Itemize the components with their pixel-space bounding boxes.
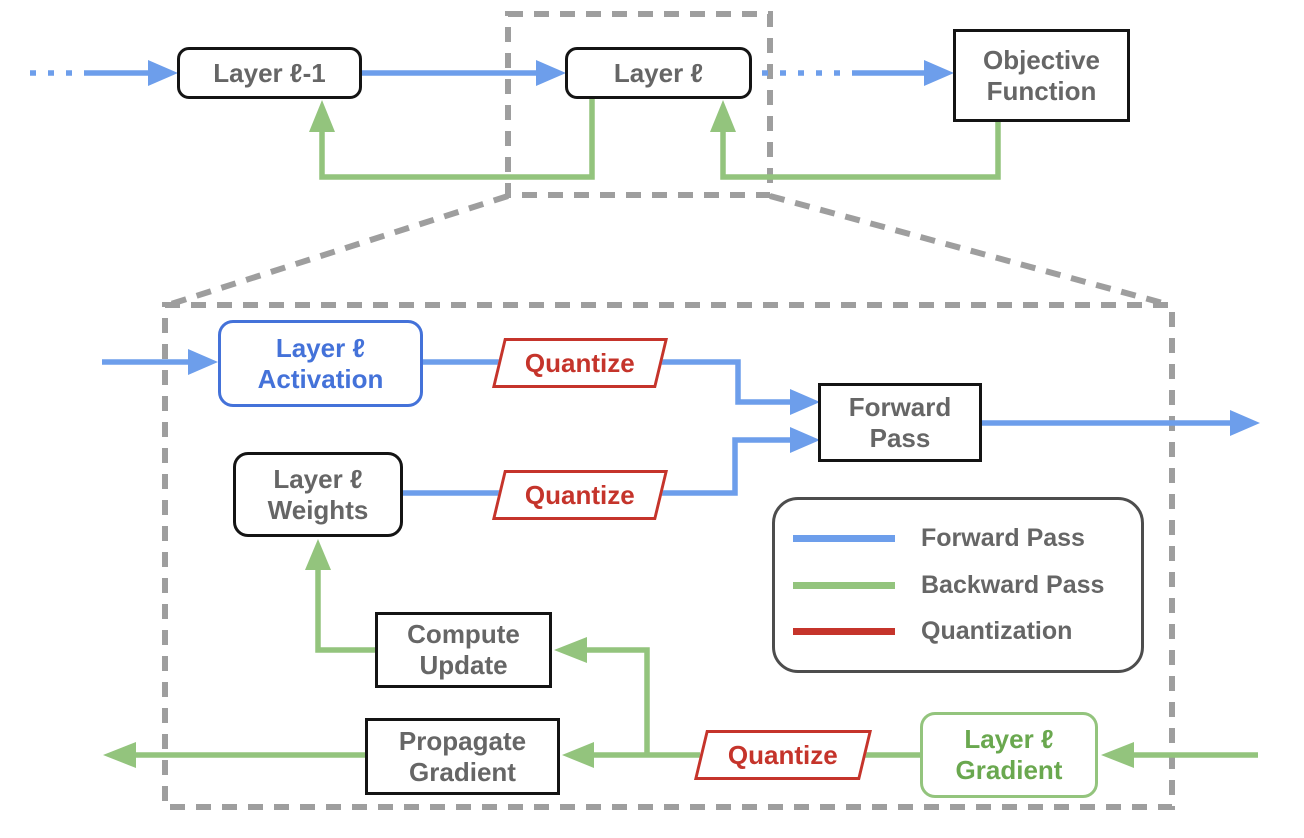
backward-arrow-objective-to-layer — [710, 100, 1001, 180]
layer-gradient-node: Layer ℓ Gradient — [920, 712, 1098, 798]
legend: Forward Pass Backward Pass Quantization — [772, 497, 1144, 673]
layer-node: Layer ℓ — [565, 47, 752, 99]
objective-label-line1: Objective — [982, 44, 1101, 75]
layer-label: Layer ℓ — [613, 57, 704, 88]
gradient-label-line1: Layer ℓ — [964, 724, 1054, 755]
legend-item-forward-pass: Forward Pass — [775, 524, 1141, 553]
legend-item-quantization: Quantization — [775, 617, 1141, 646]
backward-arrow-compute-update-to-weights — [305, 539, 375, 653]
layer-prev-node: Layer ℓ-1 — [177, 47, 362, 99]
forward-pass-label-line2: Pass — [869, 422, 931, 453]
backward-arrow-out-of-propagate — [103, 742, 367, 768]
forward-arrow-layer-prev-to-layer — [362, 60, 566, 86]
propagate-gradient-node: Propagate Gradient — [365, 718, 560, 795]
activation-label-line1: Layer ℓ — [275, 332, 366, 363]
legend-swatch-forward-pass — [793, 534, 895, 542]
gradient-label-line2: Gradient — [955, 755, 1063, 785]
legend-item-backward-pass: Backward Pass — [775, 571, 1141, 600]
layer-prev-label: Layer ℓ-1 — [213, 57, 326, 88]
backward-arrow-into-gradient — [1101, 742, 1258, 768]
forward-pass-label-line1: Forward — [848, 391, 952, 422]
backward-arrow-layer-to-layer-prev — [309, 98, 595, 180]
layer-weights-node: Layer ℓ Weights — [233, 452, 403, 537]
forward-arrow-out-of-forward-pass — [982, 410, 1260, 436]
layer-zoom-dashed-frame — [505, 11, 773, 198]
forward-arrow-quantize-weights-to-forward-pass — [650, 427, 820, 496]
forward-arrow-layer-to-objective — [762, 60, 954, 86]
backward-arrow-quantize-to-propagate — [562, 742, 700, 768]
propagate-gradient-label-line1: Propagate — [398, 725, 527, 756]
legend-swatch-backward-pass — [793, 581, 895, 589]
weights-label-line2: Weights — [267, 494, 369, 525]
legend-swatch-quantization — [793, 628, 895, 636]
backward-arrow-branch-to-compute-update — [554, 637, 650, 755]
forward-arrow-into-activation — [102, 349, 218, 375]
legend-label-quantization: Quantization — [921, 617, 1073, 646]
objective-function-node: Objective Function — [953, 29, 1130, 122]
quantize-weights-node: Quantize — [491, 470, 669, 520]
activation-label-line2: Activation — [257, 363, 384, 394]
expansion-dashed-lines — [167, 193, 1171, 308]
quantize-gradient-node: Quantize — [693, 730, 873, 780]
legend-label-forward-pass: Forward Pass — [921, 523, 1085, 552]
forward-pass-node: Forward Pass — [818, 383, 982, 462]
forward-arrow-quantize-activation-to-forward-pass — [650, 359, 820, 415]
quantize-activation-node: Quantize — [491, 338, 669, 388]
weights-label-line1: Layer ℓ — [273, 463, 363, 494]
objective-label-line2: Function — [986, 75, 1097, 106]
compute-update-node: Compute Update — [375, 612, 552, 688]
compute-update-label-line1: Compute — [407, 619, 520, 650]
legend-label-backward-pass: Backward Pass — [921, 570, 1105, 599]
quantize-gradient-label: Quantize — [728, 739, 838, 770]
compute-update-label-line2: Update — [419, 650, 508, 680]
layer-activation-node: Layer ℓ Activation — [218, 320, 423, 407]
forward-arrow-into-layer-prev — [30, 60, 178, 86]
quantize-weights-label: Quantize — [525, 479, 635, 510]
propagate-gradient-label-line2: Gradient — [409, 756, 516, 787]
quantize-activation-label: Quantize — [525, 347, 635, 378]
detail-dashed-frame — [162, 302, 1175, 810]
